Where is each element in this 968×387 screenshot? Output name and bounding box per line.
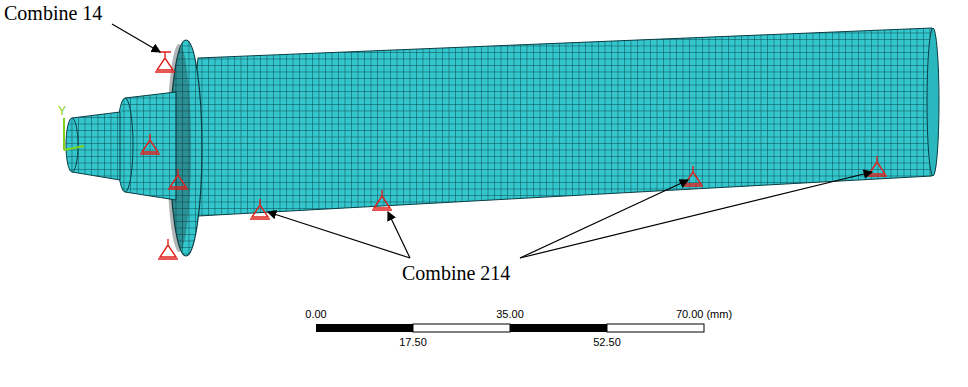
shaft-body (193, 28, 937, 216)
shaft-end (927, 28, 939, 176)
axis-label: Y (58, 104, 66, 118)
axis-triad (64, 118, 84, 150)
spring-supports (140, 52, 887, 259)
scale-value: 52.50 (593, 336, 621, 348)
leader-lines (112, 24, 872, 258)
scale-value: 35.00 (496, 308, 524, 320)
callout-label: Combine 214 (402, 262, 510, 285)
scale-bar (316, 324, 704, 332)
scale-value: 0.00 (305, 308, 326, 320)
scale-value: 70.00 (mm) (676, 308, 732, 320)
callout-label: Combine 14 (4, 2, 102, 25)
stub-face (66, 118, 78, 172)
scale-value: 17.50 (399, 336, 427, 348)
